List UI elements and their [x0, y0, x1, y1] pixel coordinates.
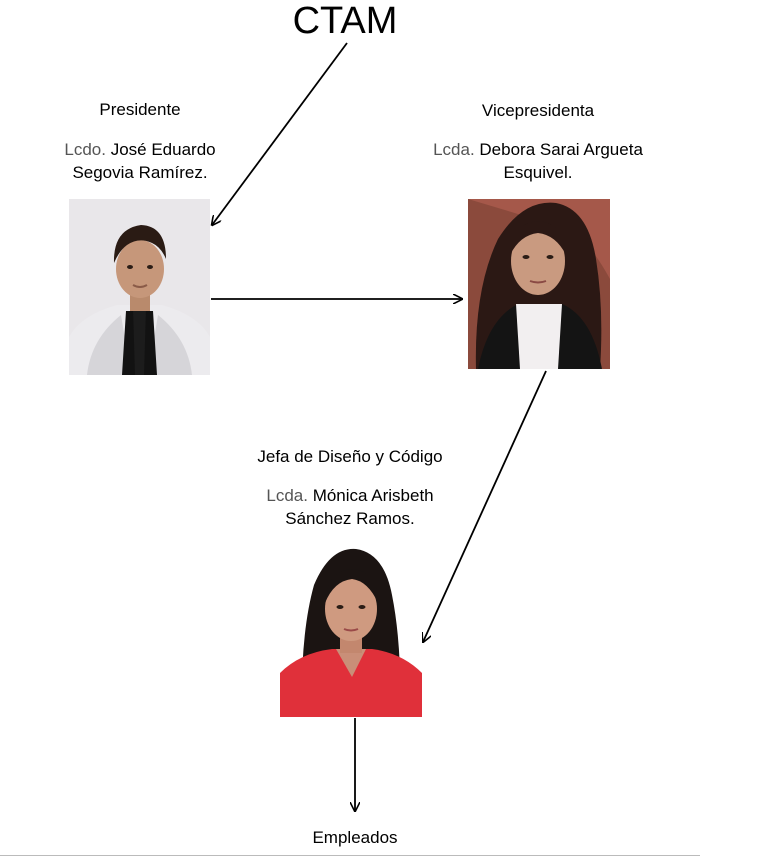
- org-title: CTAM: [292, 0, 398, 42]
- president-role: Presidente: [99, 100, 181, 119]
- page-bottom-divider: [0, 855, 700, 856]
- design-name-line2: Sánchez Ramos.: [285, 509, 415, 528]
- design-prefix: Lcda.: [266, 486, 308, 505]
- employees-label: Empleados: [312, 828, 398, 847]
- vice-name: Lcda. Debora Sarai Argueta Esquivel.: [408, 138, 668, 184]
- president-name-line2: Segovia Ramírez.: [72, 163, 208, 182]
- arrow-title-to-president: [212, 42, 348, 225]
- arrow-vice-to-design: [423, 370, 547, 642]
- vice-name-line1: Debora Sarai Argueta: [479, 140, 643, 159]
- president-prefix: Lcdo.: [64, 140, 106, 159]
- design-photo: [280, 545, 422, 717]
- design-name: Lcda. Mónica Arisbeth Sánchez Ramos.: [220, 484, 480, 530]
- vice-prefix: Lcda.: [433, 140, 475, 159]
- president-name: Lcdo. José Eduardo Segovia Ramírez.: [20, 138, 260, 184]
- president-name-line1: José Eduardo: [110, 140, 216, 159]
- president-photo: [69, 199, 210, 375]
- vice-role: Vicepresidenta: [481, 101, 595, 120]
- vice-name-line2: Esquivel.: [503, 163, 573, 182]
- design-role: Jefa de Diseño y Código: [257, 447, 443, 466]
- design-name-line1: Mónica Arisbeth: [312, 486, 434, 505]
- vice-photo: [468, 199, 610, 369]
